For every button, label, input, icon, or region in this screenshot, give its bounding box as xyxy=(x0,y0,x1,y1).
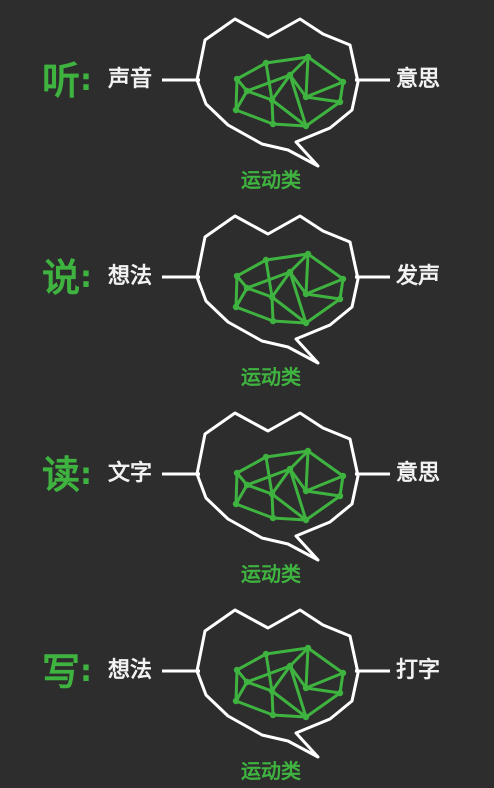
brain-network-icon xyxy=(234,55,345,128)
brain-nodes xyxy=(232,644,347,721)
brain-nodes xyxy=(232,53,347,130)
process-verb: 读 xyxy=(42,453,81,497)
process-verb: 说 xyxy=(42,256,81,300)
process-verb: 听 xyxy=(42,59,81,103)
verb-colon: : xyxy=(80,654,92,689)
row-graphic xyxy=(162,17,390,168)
output-label: 意思 xyxy=(396,67,441,92)
row-graphic xyxy=(162,214,390,365)
row-graphic xyxy=(162,411,390,562)
input-label: 文字 xyxy=(108,461,153,486)
brain-nodes xyxy=(232,447,347,524)
brain-area-label: 运动类 xyxy=(241,168,301,192)
output-label: 发声 xyxy=(396,264,441,289)
output-label: 意思 xyxy=(396,461,441,486)
input-label: 声音 xyxy=(108,67,153,92)
row-graphic xyxy=(162,608,390,759)
output-label: 打字 xyxy=(396,658,441,683)
verb-colon: : xyxy=(80,63,92,98)
speech-bubble-icon xyxy=(195,608,360,759)
speech-bubble-icon xyxy=(195,214,360,365)
process-verb: 写 xyxy=(42,650,81,694)
input-label: 想法 xyxy=(108,658,153,683)
brain-nodes xyxy=(232,250,347,327)
brain-network-icon xyxy=(234,449,345,522)
speech-bubble-icon xyxy=(195,411,360,562)
verb-colon: : xyxy=(80,457,92,492)
input-label: 想法 xyxy=(108,264,153,289)
speech-bubble-icon xyxy=(195,17,360,168)
verb-colon: : xyxy=(80,260,92,295)
brain-area-label: 运动类 xyxy=(241,759,301,783)
brain-area-label: 运动类 xyxy=(241,562,301,586)
brain-network-icon xyxy=(234,646,345,719)
brain-network-icon xyxy=(234,252,345,325)
brain-area-label: 运动类 xyxy=(241,365,301,389)
